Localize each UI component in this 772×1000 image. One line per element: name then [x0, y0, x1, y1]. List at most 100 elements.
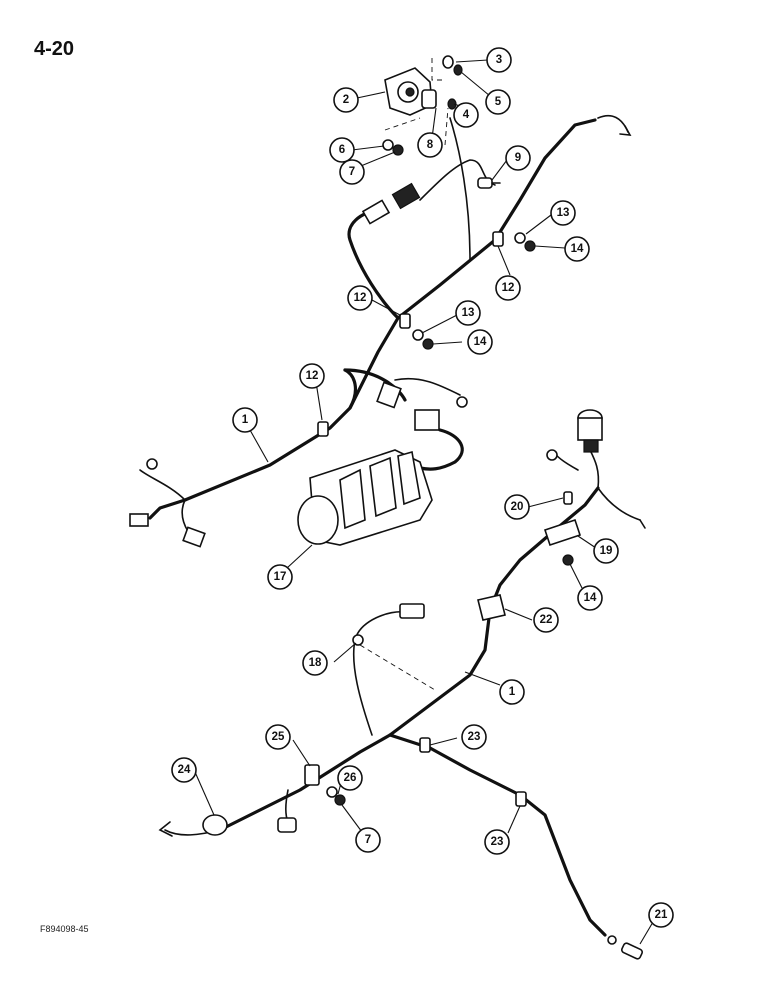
callout-circle	[505, 145, 531, 171]
callout-circle	[337, 765, 363, 791]
callout-14: 14	[467, 329, 493, 355]
callout-label: 4	[463, 109, 470, 121]
callout-12: 12	[299, 363, 325, 389]
callout-8: 8	[417, 132, 443, 158]
callout-circle	[267, 564, 293, 590]
callout-circle	[333, 87, 359, 113]
callout-label: 6	[339, 144, 345, 156]
callout-label: 14	[584, 592, 597, 604]
callout-2: 2	[333, 87, 359, 113]
callout-circle	[355, 827, 381, 853]
callout-18: 18	[302, 650, 328, 676]
sensor-icon	[607, 935, 643, 960]
callout-label: 21	[655, 909, 668, 921]
callout-label: 7	[365, 834, 371, 846]
callout-label: 18	[309, 657, 322, 669]
callout-label: 5	[495, 96, 502, 108]
callout-circle	[499, 679, 525, 705]
callout-circle	[265, 724, 291, 750]
callout-circle	[550, 200, 576, 226]
connector-icon	[352, 603, 425, 646]
callout-14: 14	[577, 585, 603, 611]
callout-label: 17	[274, 571, 287, 583]
callout-circle	[453, 102, 479, 128]
callout-label: 9	[515, 152, 521, 164]
callout-circle	[504, 494, 530, 520]
round-connector-icon	[546, 409, 646, 529]
callout-circle	[339, 159, 365, 185]
callout-26: 26	[337, 765, 363, 791]
washer-nut-icon	[412, 232, 536, 350]
callout-label: 14	[474, 336, 487, 348]
relay-block-icon	[297, 449, 433, 546]
callout-circle	[171, 757, 197, 783]
sensor-icon	[477, 177, 501, 189]
switch-assembly-icon	[384, 67, 437, 116]
callout-5: 5	[485, 89, 511, 115]
callout-circle	[302, 650, 328, 676]
clip-icon	[419, 737, 527, 807]
callout-22: 22	[533, 607, 559, 633]
callout-label: 26	[344, 772, 357, 784]
callout-label: 20	[511, 501, 524, 513]
callout-7: 7	[339, 159, 365, 185]
callout-12: 12	[347, 285, 373, 311]
callout-circle	[533, 607, 559, 633]
callout-label: 12	[306, 370, 319, 382]
callout-19: 19	[593, 538, 619, 564]
callout-9: 9	[505, 145, 531, 171]
clip-icon	[477, 594, 506, 621]
callout-label: 13	[462, 307, 475, 319]
callout-3: 3	[486, 47, 512, 73]
callout-21: 21	[648, 902, 674, 928]
callout-circle	[329, 137, 355, 163]
callout-circle	[648, 902, 674, 928]
callout-13: 13	[550, 200, 576, 226]
callout-4: 4	[453, 102, 479, 128]
callout-label: 23	[491, 836, 504, 848]
callout-6: 6	[329, 137, 355, 163]
callout-label: 23	[468, 731, 481, 743]
page-number: 4-20	[34, 38, 75, 60]
callout-24: 24	[171, 757, 197, 783]
callout-23: 23	[484, 829, 510, 855]
callout-circle	[467, 329, 493, 355]
callout-12: 12	[495, 275, 521, 301]
callout-label: 3	[496, 54, 502, 66]
callout-1: 1	[499, 679, 525, 705]
callout-label: 2	[343, 94, 349, 106]
callout-circle	[299, 363, 325, 389]
callout-label: 1	[509, 686, 516, 698]
callout-17: 17	[267, 564, 293, 590]
callout-circle	[417, 132, 443, 158]
callout-group: 1123456778912121213131414141718192021222…	[171, 47, 674, 928]
callout-circle	[347, 285, 373, 311]
callout-circle	[486, 47, 512, 73]
callout-23: 23	[461, 724, 487, 750]
washer-nut-icon	[382, 139, 404, 156]
callout-circle	[461, 724, 487, 750]
connector-icon	[129, 182, 468, 548]
figure-code: F894098-45	[40, 924, 89, 934]
callout-circle	[484, 829, 510, 855]
callout-13: 13	[455, 300, 481, 326]
clamp-icon	[202, 764, 320, 836]
callout-label: 14	[571, 243, 584, 255]
callout-label: 12	[354, 292, 367, 304]
callout-circle	[593, 538, 619, 564]
clip-icon	[317, 231, 504, 437]
washer-nut-icon	[326, 786, 346, 806]
callout-label: 22	[540, 614, 553, 626]
callout-20: 20	[504, 494, 530, 520]
callout-14: 14	[564, 236, 590, 262]
callout-label: 25	[272, 731, 285, 743]
callout-label: 13	[557, 207, 570, 219]
callout-circle	[564, 236, 590, 262]
callout-circle	[485, 89, 511, 115]
bracket-icon	[543, 491, 582, 566]
callout-circle	[495, 275, 521, 301]
callout-7: 7	[355, 827, 381, 853]
callout-circle	[577, 585, 603, 611]
callout-circle	[455, 300, 481, 326]
